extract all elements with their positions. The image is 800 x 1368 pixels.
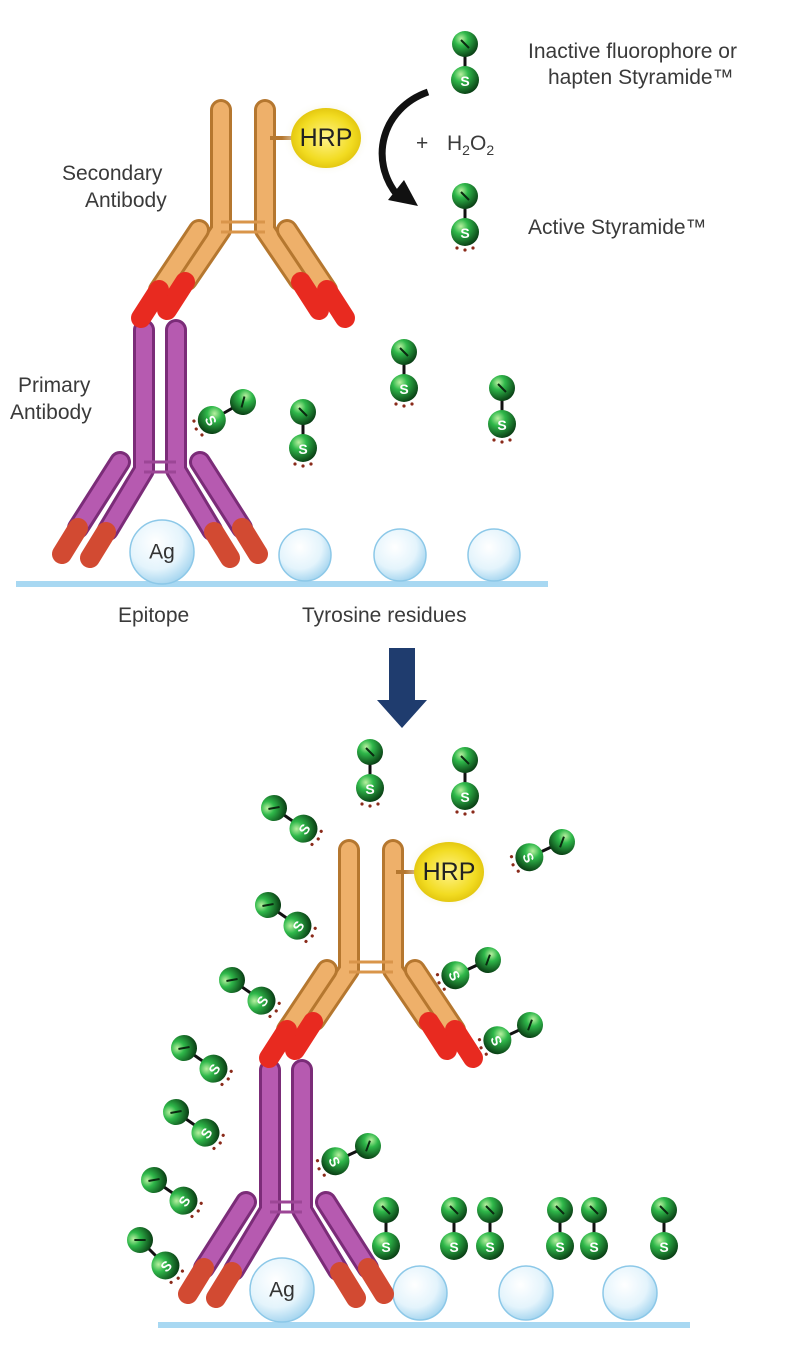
- bound-styramide: [544, 1195, 576, 1262]
- active-styramide: [449, 745, 481, 816]
- tyrosine-residue: [467, 528, 521, 582]
- cell-surface-top: [16, 581, 548, 587]
- tyrosine-residue: [392, 1265, 448, 1321]
- active-styramide: [354, 737, 386, 808]
- h2o2-label: H2O2: [447, 132, 494, 158]
- top-panel: Ag HRP Inactive fluorophore or hapten St…: [10, 29, 737, 627]
- active-styramide: [253, 787, 326, 850]
- tyrosine-residue: [373, 528, 427, 582]
- active-styramide: [486, 373, 518, 444]
- bound-styramide: [578, 1195, 610, 1262]
- antigen-top: Ag: [129, 519, 195, 585]
- tyrosine-residue: [498, 1265, 554, 1321]
- active-styramide: [190, 381, 263, 441]
- svg-text:HRP: HRP: [300, 124, 353, 152]
- plus-sign: +: [416, 132, 428, 155]
- active-label: Active Styramide™: [528, 216, 707, 239]
- bound-styramide: [648, 1195, 680, 1262]
- antigen-bottom: Ag: [249, 1257, 315, 1323]
- hrp-enzyme-bottom: HRP: [396, 834, 493, 910]
- secondary-antibody-label-line1: Secondary: [62, 162, 163, 185]
- tyrosine-residue: [602, 1265, 658, 1321]
- inactive-label-line2: hapten Styramide™: [548, 66, 734, 89]
- bound-styramide: [370, 1195, 402, 1262]
- active-styramide: [133, 1159, 206, 1222]
- primary-antibody-label-line1: Primary: [18, 374, 91, 397]
- inactive-styramide: [449, 29, 481, 96]
- active-styramide: [211, 959, 284, 1022]
- active-styramide: [433, 940, 508, 996]
- reaction-arrow: [378, 88, 430, 206]
- svg-text:HRP: HRP: [423, 858, 476, 886]
- active-styramide: [388, 337, 420, 408]
- tyrosine-residue: [278, 528, 332, 582]
- bottom-panel: Ag HRP: [119, 737, 690, 1328]
- active-styramide: [155, 1091, 228, 1154]
- active-styramide: [247, 884, 320, 947]
- active-styramide: [475, 1005, 550, 1061]
- cell-surface-bottom: [158, 1322, 690, 1328]
- active-styramide: [119, 1219, 187, 1287]
- down-arrow: [377, 648, 427, 728]
- hrp-enzyme-top: HRP: [270, 100, 370, 176]
- bound-styramide: [438, 1195, 470, 1262]
- tyrosine-residues-label: Tyrosine residues: [302, 604, 467, 627]
- svg-text:Ag: Ag: [149, 541, 175, 564]
- active-styramide: [313, 1126, 388, 1182]
- active-styramide: [287, 397, 319, 468]
- epitope-label: Epitope: [118, 604, 189, 627]
- active-styramide: [449, 181, 481, 252]
- secondary-antibody-label-line2: Antibody: [85, 189, 167, 212]
- bound-styramide: [474, 1195, 506, 1262]
- primary-antibody-label-line2: Antibody: [10, 401, 92, 424]
- active-styramide: [163, 1027, 236, 1090]
- active-styramide: [507, 822, 582, 878]
- svg-text:Ag: Ag: [269, 1279, 295, 1302]
- inactive-label-line1: Inactive fluorophore or: [528, 40, 737, 63]
